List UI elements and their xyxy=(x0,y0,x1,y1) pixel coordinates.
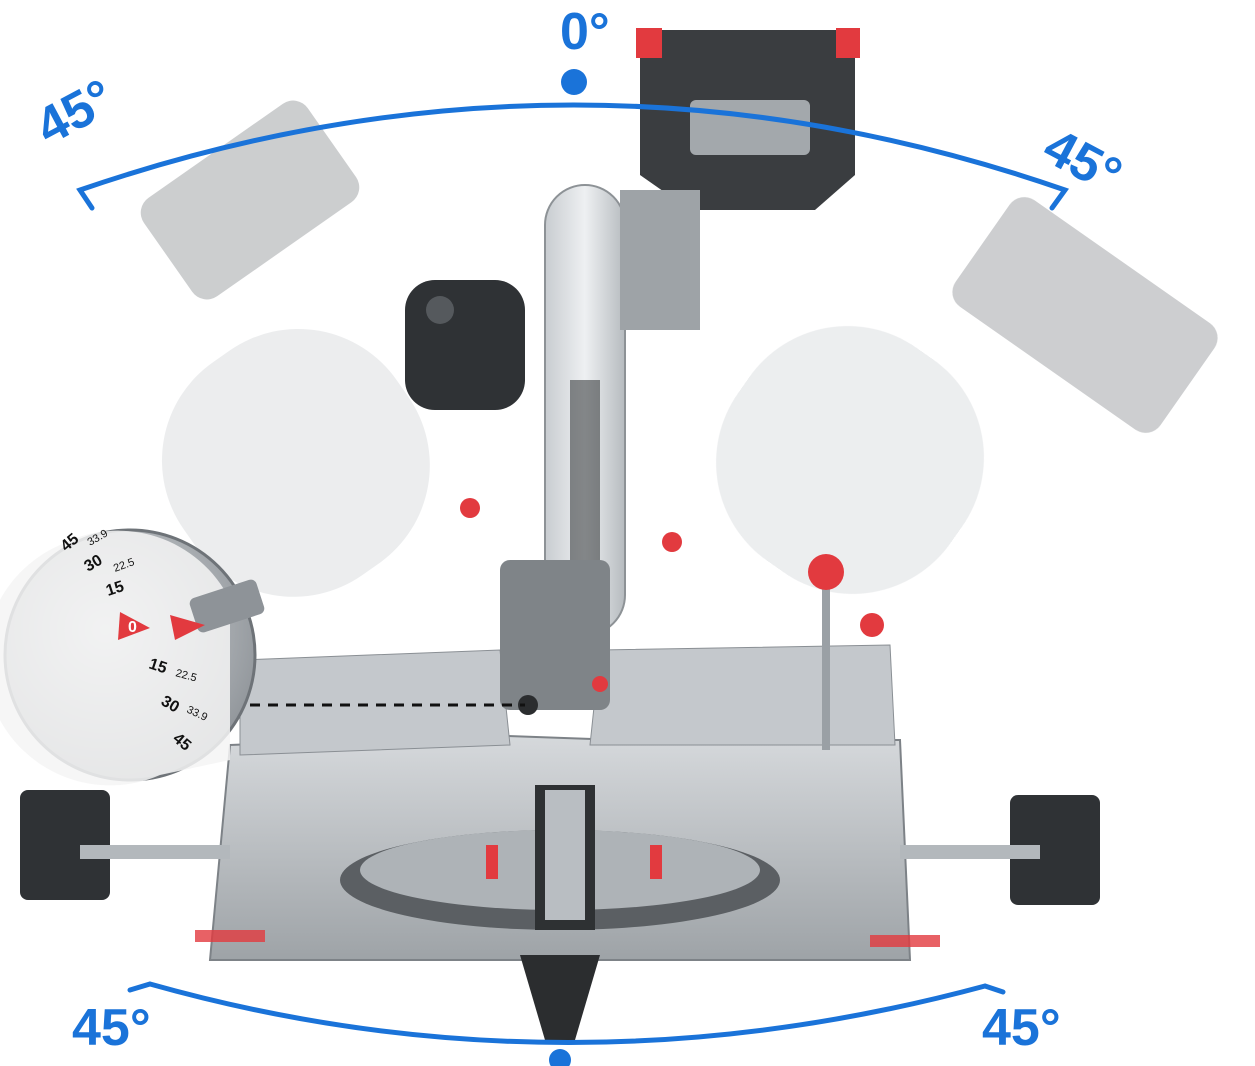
ghost-right-head xyxy=(716,197,1218,594)
ghost-left-head xyxy=(140,100,430,597)
dial-mark: 45 xyxy=(58,531,83,556)
bevel-zero-label: 0° xyxy=(560,3,610,61)
miter-zero-dot xyxy=(549,1049,571,1066)
miter-right-label: 45° xyxy=(982,999,1061,1057)
bevel-dial xyxy=(0,528,265,786)
dial-mark: 0 xyxy=(128,619,137,636)
dial-mark-minor: 22.5 xyxy=(174,667,198,684)
dial-mark: 15 xyxy=(104,578,126,600)
dial-mark-minor: 33.9 xyxy=(86,527,111,548)
saw-base xyxy=(20,554,1100,1040)
dial-mark: 30 xyxy=(82,552,106,576)
miter-arc xyxy=(127,981,1006,1045)
dial-mark-minor: 33.9 xyxy=(185,704,209,724)
dial-mark: 45 xyxy=(169,730,194,755)
bevel-arc xyxy=(76,102,1069,211)
saw-head xyxy=(405,28,860,715)
dial-mark: 15 xyxy=(147,656,169,678)
dial-mark: 30 xyxy=(158,693,182,717)
dial-mark-minor: 22.5 xyxy=(112,556,136,575)
bevel-zero-dot xyxy=(561,69,587,95)
miter-left-label: 45° xyxy=(72,999,151,1057)
